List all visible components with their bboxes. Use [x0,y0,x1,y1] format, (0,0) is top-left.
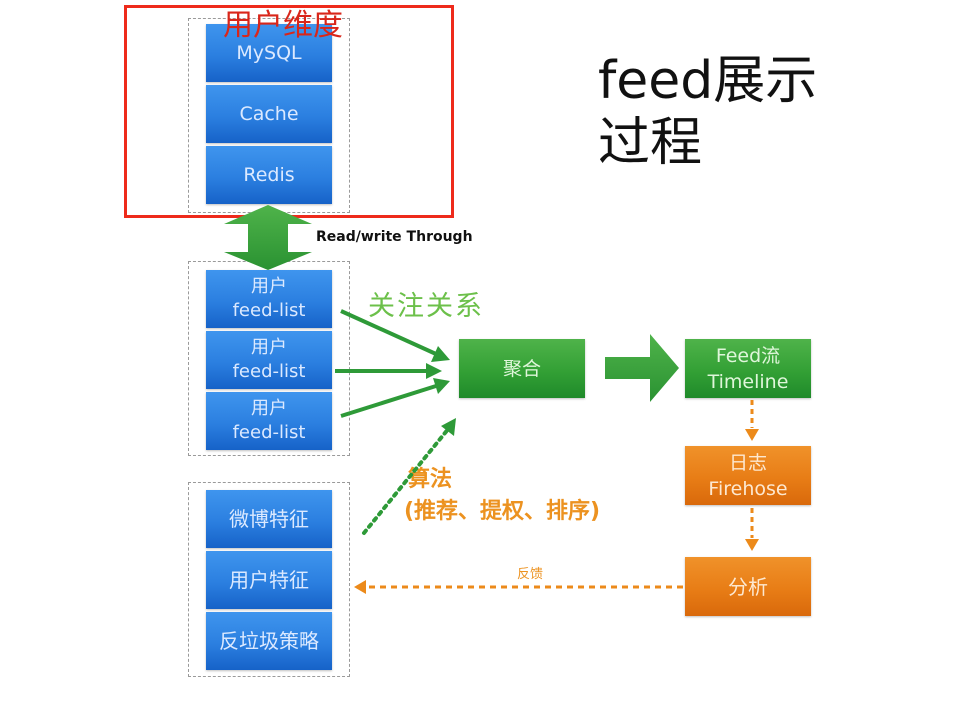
feed-list-box: 用户 feed-list [206,270,332,328]
aggregate-to-timeline-arrow-icon [605,334,679,402]
page-title: feed展示 过程 [598,50,817,174]
analysis-label: 分析 [728,574,768,599]
feed-list-name: feed-list [232,361,306,382]
weibo-feature-label: 微博特征 [229,506,309,531]
follow-arrow-icon [335,363,442,379]
anti-spam-label: 反垃圾策略 [219,628,319,653]
feed-list-name: feed-list [232,300,306,321]
feedback-label: 反馈 [517,567,544,582]
feed-list-name: feed-list [232,422,306,443]
log-line-1: 日志 [728,451,767,474]
cache-box: Cache [206,85,332,143]
aggregate-box: 聚合 [459,339,585,398]
user-dimension-label: 用户维度 [223,8,343,43]
analysis-box: 分析 [685,557,811,616]
anti-spam-box: 反垃圾策略 [206,612,332,670]
read-write-arrow-icon [224,205,312,270]
mysql-label: MySQL [236,41,302,64]
algorithm-line-2: (推荐、提权、排序) [404,499,601,524]
cache-label: Cache [239,102,299,125]
log-to-analysis-arrow-icon [745,508,759,551]
timeline-line-1: Feed流 [715,344,781,367]
title-line-2: 过程 [598,113,703,173]
read-write-through-label: Read/write Through [316,229,473,245]
weibo-feature-box: 微博特征 [206,490,332,548]
follow-relation-label: 关注关系 [368,291,484,322]
feed-list-user: 用户 [251,337,287,358]
feed-list-box: 用户 feed-list [206,331,332,389]
follow-arrow-icon [340,378,450,418]
features-group [188,482,350,677]
user-feature-label: 用户特征 [229,567,309,592]
feedback-arrow-icon [354,580,683,594]
redis-label: Redis [243,163,295,186]
log-line-2: Firehose [708,477,788,500]
follow-arrow-icon [340,309,450,362]
redis-box: Redis [206,146,332,204]
feed-list-user: 用户 [251,276,287,297]
feed-list-box: 用户 feed-list [206,392,332,450]
timeline-box: Feed流 Timeline [685,339,811,398]
aggregate-label: 聚合 [502,357,541,380]
algorithm-label: 算法 (推荐、提权、排序) [404,464,600,528]
mysql-box: MySQL [206,24,332,82]
user-feature-box: 用户特征 [206,551,332,609]
log-box: 日志 Firehose [685,446,811,505]
algorithm-arrow-icon [362,418,456,535]
timeline-line-2: Timeline [707,370,789,393]
title-line-1: feed展示 [598,51,818,111]
timeline-to-log-arrow-icon [745,400,759,441]
feed-list-user: 用户 [251,398,287,419]
